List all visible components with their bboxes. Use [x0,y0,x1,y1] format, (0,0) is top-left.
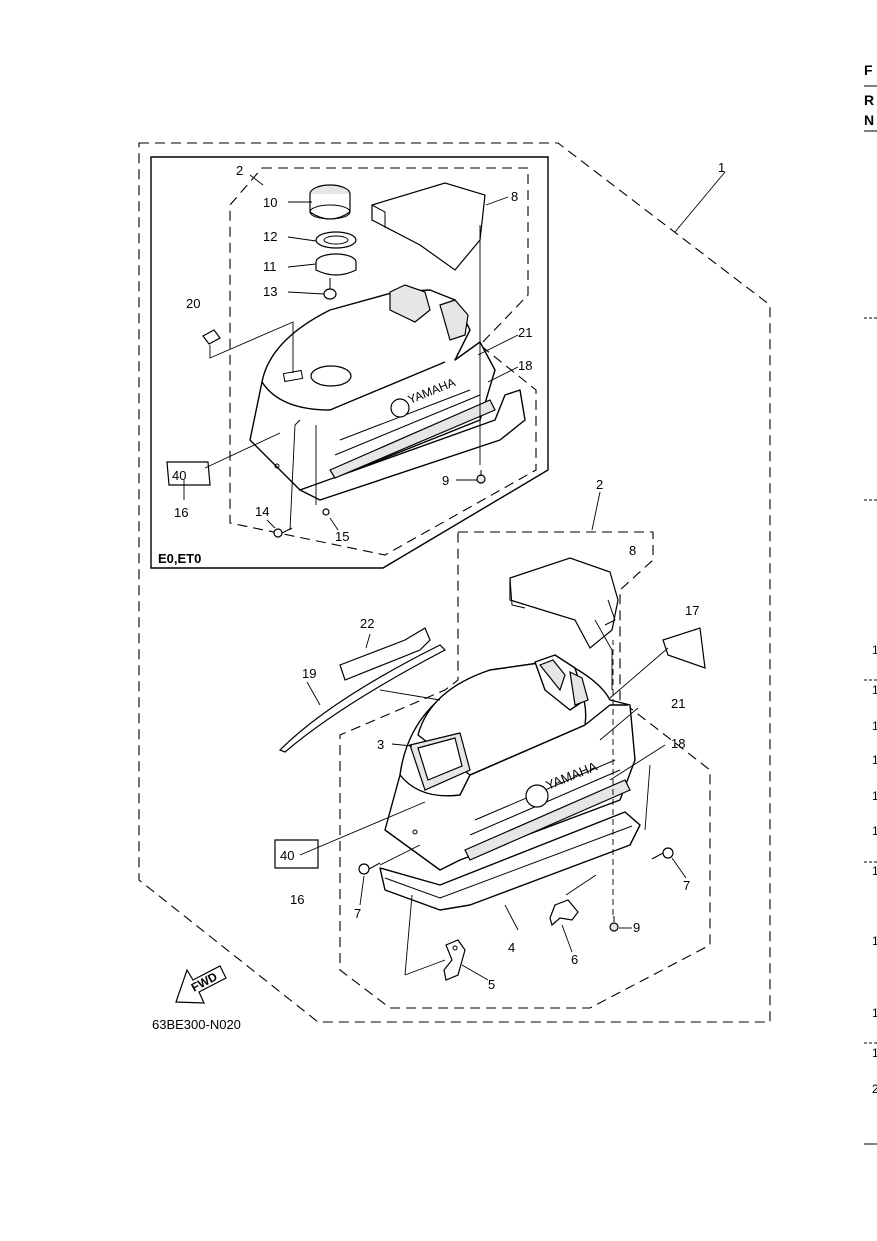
callout: 20 [186,296,200,311]
bolt-9 [609,916,619,932]
callout: 8 [629,543,636,558]
figure-id: 63BE300-N020 [152,1017,241,1032]
screw-7-left [358,862,381,875]
callout: 11 [263,259,277,274]
variant-label: E0,ET0 [158,551,201,566]
outer-assembly-boundary [138,142,771,1023]
decal-17 [662,627,706,669]
edge-row-mark: 1 [872,643,877,657]
callout: 3 [377,737,384,752]
svg-text:40: 40 [172,468,186,483]
callout: 8 [511,189,518,204]
inset-frame [150,156,549,569]
callout: 15 [335,529,349,544]
edge-header-letter: N [864,112,874,128]
bottom-rim-4 [379,811,641,911]
cap-washer [323,278,337,300]
edge-row-mark: 1 [872,824,877,838]
edge-row-mark: 1 [872,934,877,948]
callout: 9 [633,920,640,935]
callout: 1 [718,160,725,175]
callout: 16 [174,505,188,520]
lower-decal-40: 40 [274,839,319,869]
bracket-5 [443,939,466,981]
edge-header-letter: F [864,62,873,78]
inset-cover-8 [371,182,486,271]
edge-row-mark: 1 [872,864,877,878]
inset-top-cowling: YAMAHA [249,284,526,501]
inset-group-boundary [229,167,537,556]
callout: 12 [263,229,277,244]
callout: 5 [488,977,495,992]
edge-row-mark: 1 [872,719,877,733]
callout: 21 [671,696,685,711]
bracket-6 [549,899,579,927]
edge-row-mark: 2 [872,1082,877,1096]
lower-top-cowling: YAMAHA [384,654,636,871]
decal-19 [278,644,447,753]
callout: 22 [360,616,374,631]
callout: 2 [596,477,603,492]
edge-row-mark: 1 [872,683,877,697]
callout: 10 [263,195,277,210]
edge-header-letter: R [864,92,874,108]
callout: 4 [508,940,515,955]
decal-22 [339,627,431,681]
screw-7-right [651,847,674,860]
callout: 19 [302,666,316,681]
callout: 21 [518,325,532,340]
callout: 17 [685,603,699,618]
callout: 2 [236,163,243,178]
callout: 16 [290,892,304,907]
inset-clip-15 [322,508,330,516]
callout: 9 [442,473,449,488]
edge-row-mark: 1 [872,753,877,767]
svg-text:40: 40 [280,848,294,863]
cap-seal [315,231,357,276]
inset-decal-20 [202,329,221,345]
inset-decal-40: 40 [166,461,211,486]
callout: 18 [518,358,532,373]
callout: 6 [571,952,578,967]
edge-row-mark: 1 [872,1006,877,1020]
edge-row-mark: 1 [872,1046,877,1060]
edge-row-mark: 1 [872,789,877,803]
callout: 13 [263,284,277,299]
oil-cap [309,184,351,220]
callout: 7 [683,878,690,893]
callout: 18 [671,736,685,751]
lower-cover-8 [509,557,619,649]
callout: 7 [354,906,361,921]
fwd-arrow-icon: FWD [175,965,227,1004]
inset-bolt-9 [476,470,486,484]
callout: 14 [255,504,269,519]
